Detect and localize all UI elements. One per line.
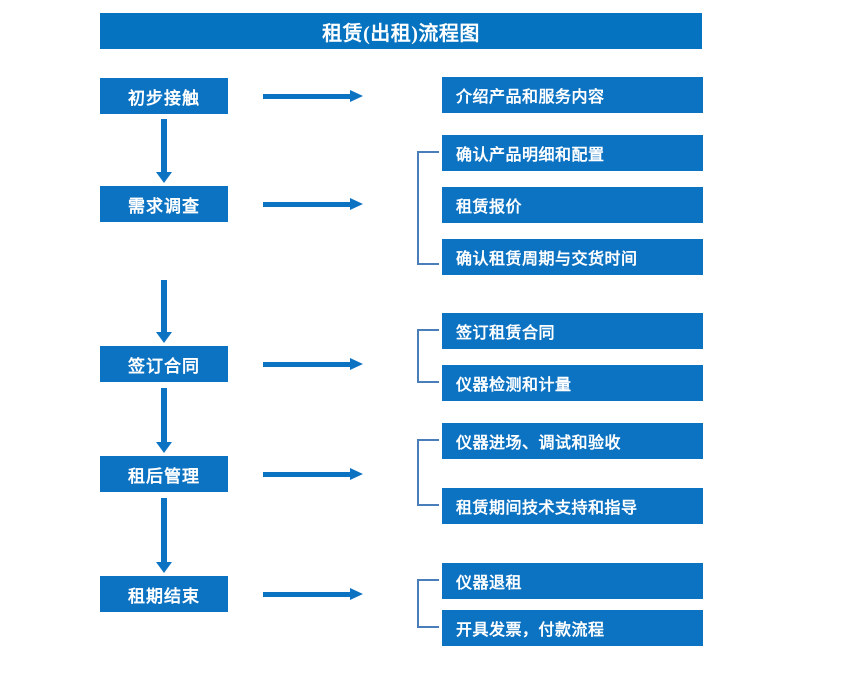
arrow-shaft: [263, 94, 351, 99]
detail-box-4[interactable]: 确认租赁周期与交货时间: [442, 239, 703, 275]
arrow-shaft: [161, 388, 167, 442]
horizontal-arrow-3: [263, 357, 363, 371]
stage-box-3[interactable]: 签订合同: [100, 346, 228, 382]
detail-box-3[interactable]: 租赁报价: [442, 187, 703, 223]
detail-box-7[interactable]: 仪器进场、调试和验收: [442, 423, 703, 459]
vertical-arrow-1: [156, 119, 172, 183]
arrow-shaft: [263, 472, 351, 477]
horizontal-arrow-5: [263, 587, 363, 601]
arrow-shaft: [161, 498, 167, 562]
bracket-connector-4: [417, 439, 439, 506]
page-title: 租赁(出租)流程图: [100, 13, 702, 49]
arrow-head-down-icon: [156, 172, 172, 183]
detail-box-2[interactable]: 确认产品明细和配置: [442, 135, 703, 171]
vertical-arrow-4: [156, 498, 172, 573]
arrow-shaft: [161, 280, 167, 332]
arrow-shaft: [263, 362, 351, 367]
bracket-connector-5: [417, 579, 439, 628]
arrow-head-down-icon: [156, 442, 172, 453]
horizontal-arrow-4: [263, 467, 363, 481]
arrow-head-right-icon: [350, 588, 363, 600]
detail-box-9[interactable]: 仪器退租: [442, 563, 703, 599]
stage-box-2[interactable]: 需求调查: [100, 186, 228, 222]
vertical-arrow-2: [156, 280, 172, 343]
arrow-head-down-icon: [156, 332, 172, 343]
detail-box-10[interactable]: 开具发票，付款流程: [442, 610, 703, 646]
bracket-connector-2: [417, 151, 439, 265]
arrow-shaft: [161, 119, 167, 172]
vertical-arrow-3: [156, 388, 172, 453]
stage-box-5[interactable]: 租期结束: [100, 576, 228, 612]
detail-box-1[interactable]: 介绍产品和服务内容: [442, 77, 703, 113]
arrow-head-down-icon: [156, 562, 172, 573]
detail-box-8[interactable]: 租赁期间技术支持和指导: [442, 488, 703, 524]
arrow-head-right-icon: [350, 358, 363, 370]
detail-box-5[interactable]: 签订租赁合同: [442, 313, 703, 349]
arrow-head-right-icon: [350, 90, 363, 102]
detail-box-6[interactable]: 仪器检测和计量: [442, 365, 703, 401]
arrow-head-right-icon: [350, 198, 363, 210]
horizontal-arrow-1: [263, 89, 363, 103]
arrow-shaft: [263, 202, 351, 207]
arrow-head-right-icon: [350, 468, 363, 480]
horizontal-arrow-2: [263, 197, 363, 211]
bracket-connector-3: [417, 329, 439, 383]
stage-box-4[interactable]: 租后管理: [100, 456, 228, 492]
arrow-shaft: [263, 592, 351, 597]
stage-box-1[interactable]: 初步接触: [100, 78, 228, 114]
